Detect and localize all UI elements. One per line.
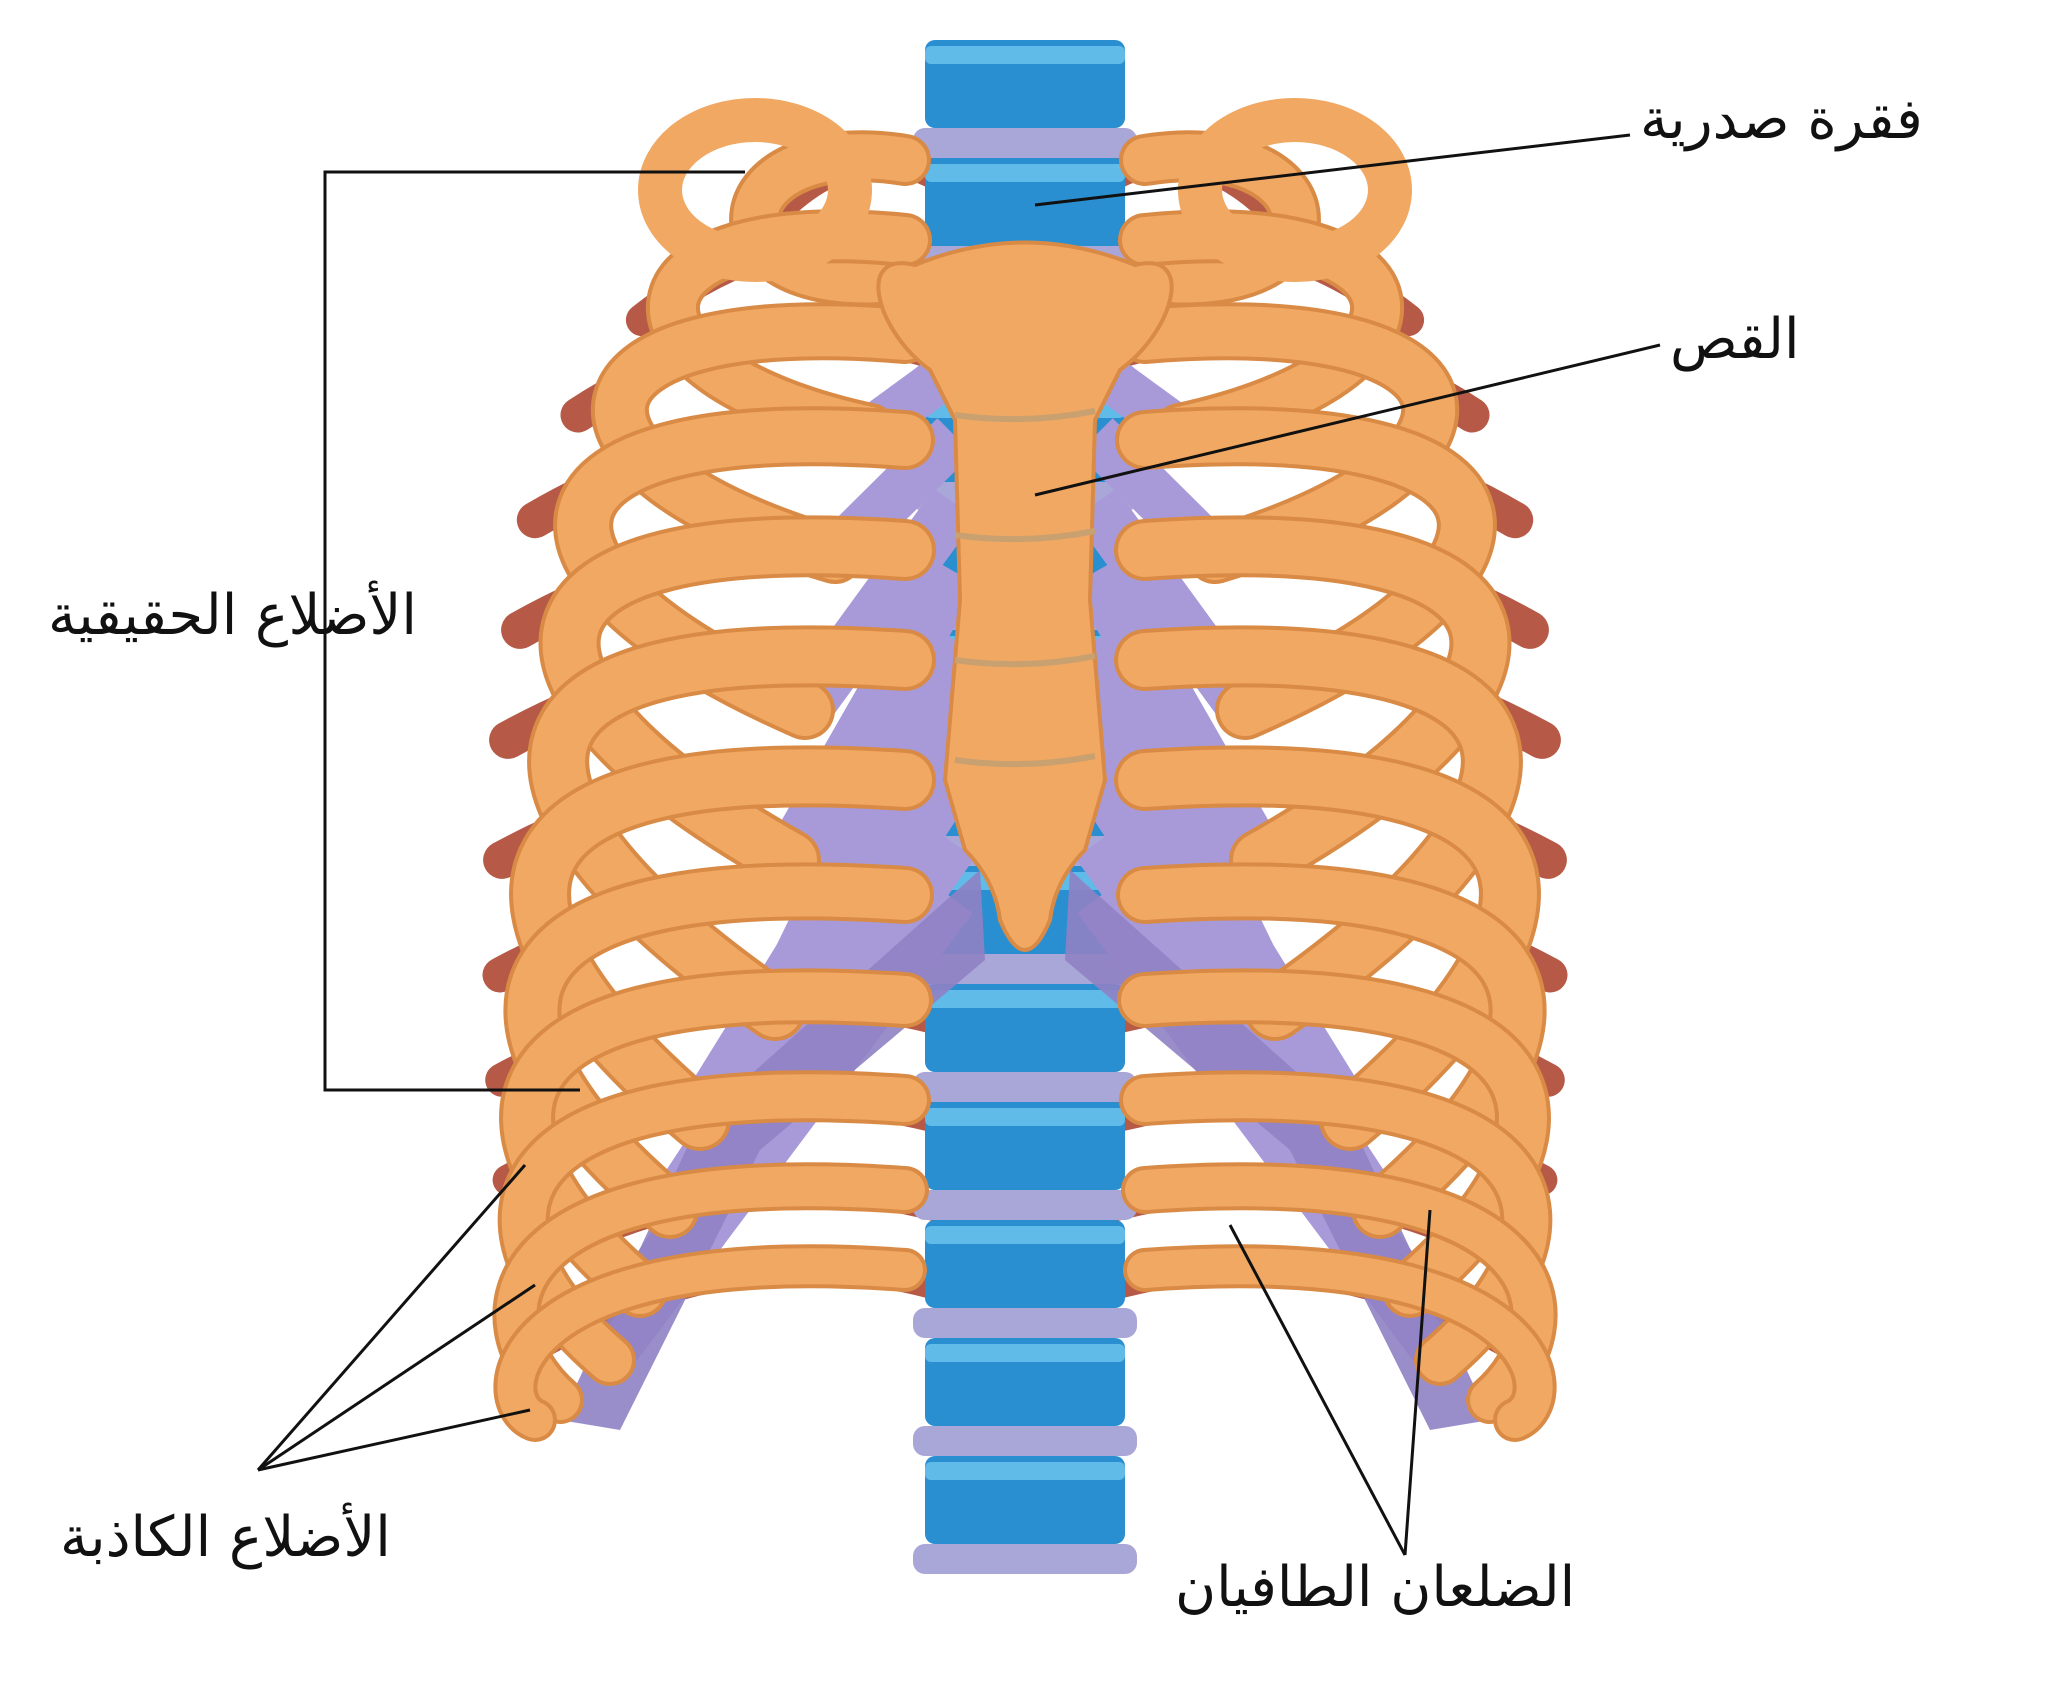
vertebra-highlight-11 (925, 1226, 1125, 1244)
sternum-suture-3 (954, 653, 1096, 668)
vertebra-highlight-1 (925, 46, 1125, 64)
label-false-ribs: الأضلاع الكاذبة (60, 1505, 391, 1570)
vertebra-highlight-10 (925, 1108, 1125, 1126)
intervertebral-disc-13 (913, 1544, 1137, 1574)
sternum-suture-1 (954, 408, 1096, 423)
leader-lines (256, 133, 1661, 1556)
leader-sternum (1034, 343, 1661, 497)
leader-true-ribs-bracket (323, 170, 745, 1092)
sternum-body (876, 240, 1174, 952)
first-rib-ring-left (638, 98, 872, 282)
sternum-suture-4 (954, 753, 1096, 768)
label-floating-ribs: الضلعان الطافيان (1175, 1555, 1576, 1620)
label-thoracic-vertebra: فقرة صدرية (1640, 87, 1923, 152)
leader-false-ribs-3 (257, 1408, 531, 1472)
rib-left-3 (595, 306, 930, 580)
first-rib-ring-right (1178, 98, 1412, 282)
intervertebral-disc-1 (913, 128, 1137, 158)
leader-thoracic-vertebra (1034, 133, 1631, 207)
leader-floating-ribs-2 (1403, 1209, 1432, 1556)
costal-cartilage-right-5 (1071, 558, 1284, 874)
intervertebral-disc-9 (913, 1072, 1137, 1102)
rib-left-12 (497, 1248, 923, 1438)
intervertebral-disc-10 (913, 1190, 1137, 1220)
label-true-ribs: الأضلاع الحقيقية (48, 583, 417, 648)
sternum-bone (876, 240, 1174, 952)
vertebra-highlight-9 (925, 990, 1125, 1008)
vertebra-highlight-12 (925, 1344, 1125, 1362)
anterior-ribs (492, 98, 1558, 1442)
vertebra-highlight-2 (925, 164, 1125, 182)
intervertebral-disc-12 (913, 1426, 1137, 1456)
costal-cartilage-left-5 (766, 558, 979, 874)
rib-right-12 (1127, 1248, 1553, 1438)
intervertebral-disc-11 (913, 1308, 1137, 1338)
leader-false-ribs-2 (257, 1283, 536, 1472)
label-sternum: القص (1670, 307, 1800, 372)
vertebra-highlight-13 (925, 1462, 1125, 1480)
leader-false-ribs-1 (256, 1164, 527, 1471)
sternum-suture-2 (954, 528, 1096, 543)
leader-floating-ribs-1 (1228, 1224, 1407, 1556)
